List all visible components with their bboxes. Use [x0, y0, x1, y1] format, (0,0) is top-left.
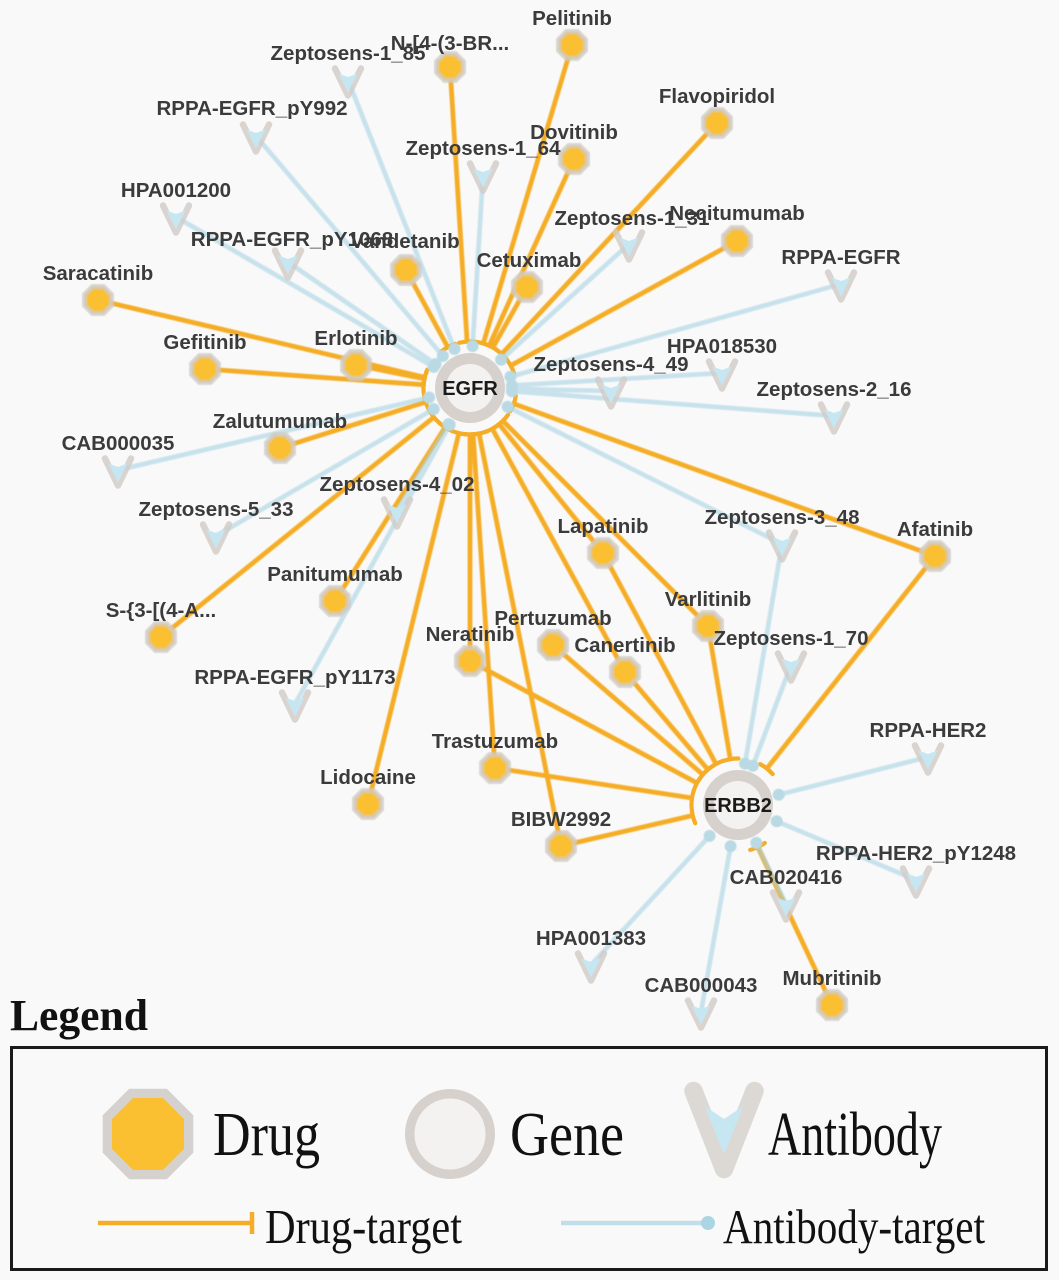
- svg-text:CAB000043: CAB000043: [645, 974, 758, 997]
- svg-text:Legend: Legend: [10, 991, 148, 1040]
- svg-text:Zeptosens-1_31: Zeptosens-1_31: [555, 207, 710, 230]
- svg-text:Cetuximab: Cetuximab: [477, 249, 582, 272]
- svg-text:N-[4-(3-BR...: N-[4-(3-BR...: [391, 32, 509, 55]
- svg-text:RPPA-EGFR: RPPA-EGFR: [781, 246, 900, 269]
- svg-text:Gene: Gene: [510, 1101, 624, 1169]
- svg-text:Zeptosens-3_48: Zeptosens-3_48: [705, 506, 860, 529]
- svg-text:RPPA-HER2: RPPA-HER2: [870, 719, 987, 742]
- svg-text:Erlotinib: Erlotinib: [314, 327, 397, 350]
- svg-text:Panitumumab: Panitumumab: [267, 563, 403, 586]
- svg-text:Drug: Drug: [213, 1101, 320, 1169]
- svg-text:Lapatinib: Lapatinib: [557, 515, 648, 538]
- svg-text:Dovitinib: Dovitinib: [530, 121, 618, 144]
- svg-text:RPPA-EGFR_pY992: RPPA-EGFR_pY992: [156, 97, 347, 120]
- svg-text:Neratinib: Neratinib: [426, 623, 515, 646]
- svg-text:EGFR: EGFR: [442, 378, 498, 400]
- svg-text:Zeptosens-5_33: Zeptosens-5_33: [139, 498, 294, 521]
- svg-text:Zeptosens-2_16: Zeptosens-2_16: [757, 378, 912, 401]
- svg-text:RPPA-HER2_pY1248: RPPA-HER2_pY1248: [816, 842, 1016, 865]
- svg-text:HPA018530: HPA018530: [667, 335, 777, 358]
- svg-text:Canertinib: Canertinib: [574, 634, 675, 657]
- svg-text:Necitumumab: Necitumumab: [669, 202, 805, 225]
- svg-text:Zalutumumab: Zalutumumab: [213, 410, 347, 433]
- svg-text:CAB020416: CAB020416: [730, 866, 843, 889]
- svg-text:BIBW2992: BIBW2992: [511, 808, 611, 831]
- svg-text:Varlitinib: Varlitinib: [665, 588, 752, 611]
- svg-text:Afatinib: Afatinib: [897, 518, 973, 541]
- svg-text:Antibody-target: Antibody-target: [723, 1199, 985, 1254]
- svg-text:Lidocaine: Lidocaine: [320, 766, 416, 789]
- svg-text:RPPA-EGFR_pY1173: RPPA-EGFR_pY1173: [194, 666, 395, 689]
- svg-text:Pertuzumab: Pertuzumab: [494, 607, 611, 630]
- svg-text:Zeptosens-1_70: Zeptosens-1_70: [714, 627, 869, 650]
- svg-text:Zeptosens-1_85: Zeptosens-1_85: [271, 42, 426, 65]
- svg-text:Trastuzumab: Trastuzumab: [432, 730, 558, 753]
- svg-text:Flavopiridol: Flavopiridol: [659, 85, 775, 108]
- svg-text:HPA001200: HPA001200: [121, 179, 231, 202]
- svg-text:Mubritinib: Mubritinib: [782, 967, 881, 990]
- svg-text:Gefitinib: Gefitinib: [163, 331, 246, 354]
- svg-text:S-{3-[(4-A...: S-{3-[(4-A...: [106, 599, 216, 622]
- svg-text:Zeptosens-4_02: Zeptosens-4_02: [320, 473, 475, 496]
- svg-text:CAB000035: CAB000035: [62, 432, 175, 455]
- svg-text:Antibody: Antibody: [768, 1101, 942, 1169]
- svg-text:Saracatinib: Saracatinib: [43, 262, 154, 285]
- svg-text:Vandetanib: Vandetanib: [350, 230, 459, 253]
- svg-text:RPPA-EGFR_pY1068: RPPA-EGFR_pY1068: [191, 228, 393, 251]
- svg-text:ERBB2: ERBB2: [704, 795, 772, 817]
- svg-text:HPA001383: HPA001383: [536, 927, 646, 950]
- svg-text:Pelitinib: Pelitinib: [532, 7, 612, 30]
- svg-text:Drug-target: Drug-target: [265, 1199, 462, 1254]
- svg-text:Zeptosens-4_49: Zeptosens-4_49: [534, 353, 689, 376]
- svg-text:Zeptosens-1_64: Zeptosens-1_64: [406, 137, 562, 160]
